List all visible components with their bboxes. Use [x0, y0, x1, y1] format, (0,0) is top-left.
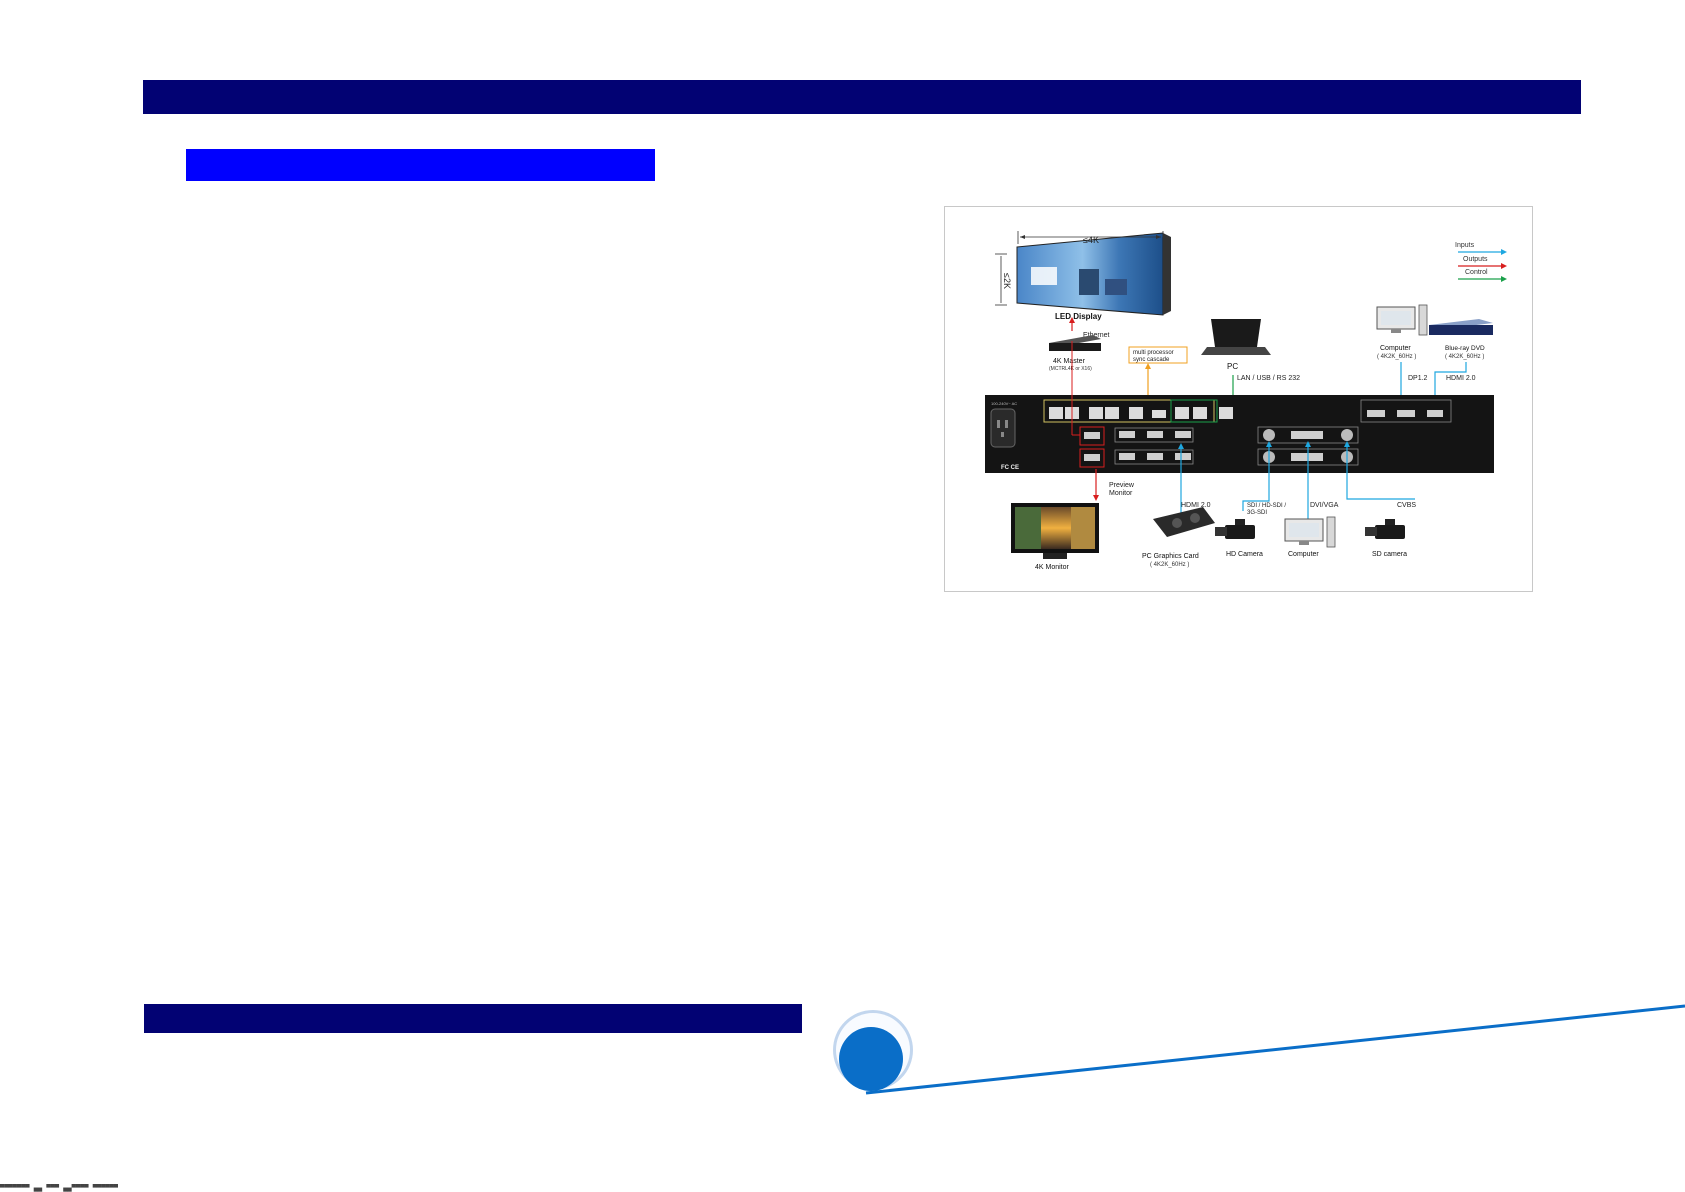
- dvi-label: DVI/VGA: [1310, 502, 1339, 509]
- sd-camera-label: SD camera: [1372, 551, 1407, 558]
- hdmi-top-label: HDMI 2.0: [1446, 375, 1476, 382]
- control-ports-label: LAN / USB / RS 232: [1237, 375, 1300, 382]
- gpu-sublabel: ( 4K2K_60Hz ): [1150, 562, 1189, 568]
- computer-bottom-label: Computer: [1288, 551, 1319, 558]
- cascade-box: [1128, 346, 1188, 364]
- sdi-line1: SDI / HD-SDI /: [1247, 503, 1286, 509]
- monitor-icon: [1011, 503, 1099, 559]
- legend-inputs: Inputs: [1455, 242, 1475, 249]
- bluray-icon: [1429, 319, 1493, 335]
- footer-band: [144, 1004, 802, 1033]
- legend-outputs: Outputs: [1463, 256, 1488, 263]
- legend: Inputs Outputs Control: [1455, 242, 1507, 282]
- preview-line2: Monitor: [1109, 490, 1133, 497]
- master-device-icon: [1049, 335, 1101, 351]
- ethernet-label: Ethernet: [1083, 332, 1110, 339]
- sd-camera-icon: [1365, 519, 1405, 539]
- legend-control: Control: [1465, 269, 1488, 276]
- section-title-band: [186, 149, 655, 181]
- graphics-card-icon: [1153, 507, 1215, 537]
- dp-label: DP1.2: [1408, 375, 1428, 382]
- header-band: [143, 80, 1581, 114]
- sdi-line2: 3G-SDI: [1247, 510, 1267, 516]
- cvbs-label: CVBS: [1397, 502, 1416, 509]
- hd-camera-label: HD Camera: [1226, 551, 1263, 558]
- preview-line1: Preview: [1109, 482, 1135, 489]
- master-label: 4K Master: [1053, 358, 1086, 365]
- laptop-icon: [1201, 319, 1271, 355]
- dimension-height: ≤2K: [1002, 273, 1012, 289]
- bluray-label: Blue-ray DVD: [1445, 345, 1485, 352]
- power-label: 100-240V~ AC: [991, 401, 1017, 406]
- cert-marks: FC CE: [1001, 465, 1019, 471]
- led-display-icon: ≤4K ≤2K LED Display: [995, 231, 1171, 321]
- connection-diagram: Inputs Outputs Control ≤4K ≤2K LED Displ…: [944, 206, 1533, 592]
- computer-top-icon: [1376, 304, 1428, 336]
- bluray-sublabel: ( 4K2K_60Hz ): [1445, 354, 1484, 360]
- monitor-label: 4K Monitor: [1035, 564, 1070, 571]
- led-display-label: LED Display: [1055, 312, 1102, 321]
- gpu-label: PC Graphics Card: [1142, 553, 1199, 560]
- computer-top-sublabel: ( 4K2K_60Hz ): [1377, 354, 1416, 360]
- pc-label: PC: [1227, 362, 1238, 371]
- cascade-line2: sync cascade: [1133, 357, 1170, 363]
- cascade-line1: multi processor: [1133, 350, 1174, 356]
- computer-top-label: Computer: [1380, 345, 1411, 352]
- footer-text: ▀▀▀▀▀▀▀ ▄▄ ▀▀▀ ▄▄▀▀▀▀ ▀▀▀▀▀▀: [0, 1184, 119, 1192]
- hd-camera-icon: [1215, 519, 1255, 539]
- computer-bottom-icon: [1284, 516, 1336, 548]
- dimension-width: ≤4K: [1083, 235, 1099, 245]
- master-sublabel: (MCTRL4K or X16): [1049, 366, 1092, 372]
- processor-rear-panel: 100-240V~ AC: [985, 395, 1494, 473]
- hdmi-bottom-label: HDMI 2.0: [1181, 502, 1211, 509]
